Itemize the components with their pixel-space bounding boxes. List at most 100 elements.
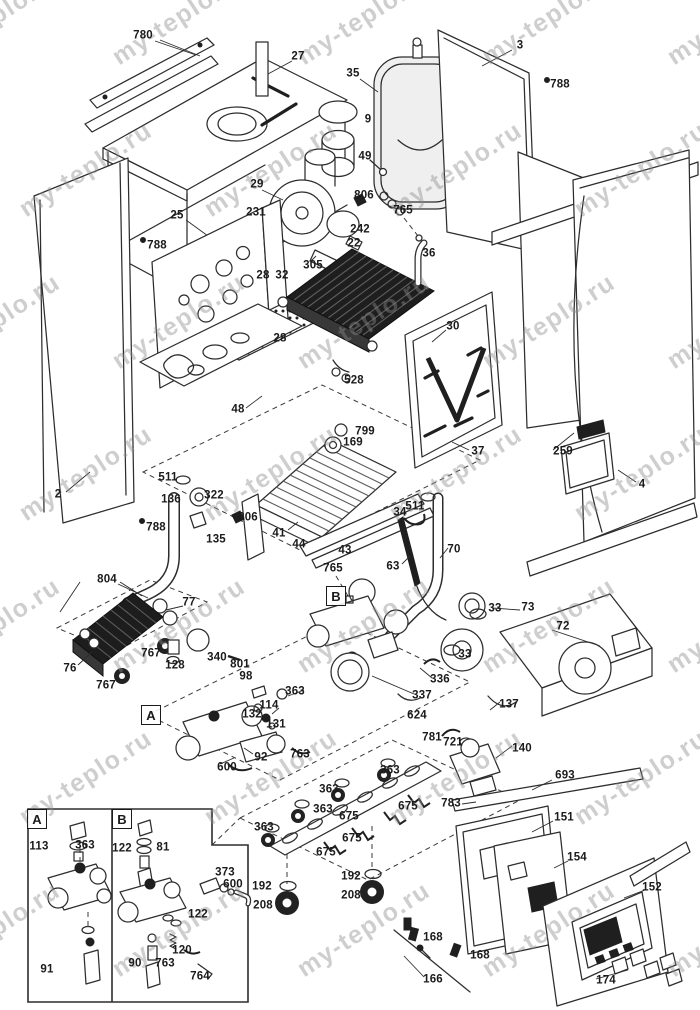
part-number-label: 76 <box>63 662 77 675</box>
part-number-label: 168 <box>423 931 443 944</box>
section-marker-b: B <box>326 586 346 606</box>
part-number-label: 340 <box>207 651 227 664</box>
part-number-label: 781 <box>422 731 442 744</box>
part-number-label: 37 <box>471 445 485 458</box>
control-assembly <box>393 767 691 1007</box>
pump <box>440 592 653 717</box>
part-number-label: 242 <box>350 223 370 236</box>
part-number-label: 154 <box>567 851 587 864</box>
part-number-label: 765 <box>323 562 343 575</box>
part-number-label: 63 <box>386 560 400 573</box>
part-number-label: 363 <box>75 839 95 852</box>
part-number-label: 764 <box>190 970 210 983</box>
part-number-label: 137 <box>499 698 519 711</box>
part-number-label: 528 <box>344 374 364 387</box>
part-number-label: 90 <box>128 957 142 970</box>
part-number-label: 27 <box>291 50 305 63</box>
part-number-label: 804 <box>97 573 117 586</box>
part-number-label: 600 <box>223 878 243 891</box>
part-number-label: 120 <box>172 944 192 957</box>
part-number-label: 675 <box>339 810 359 823</box>
part-number-label: 30 <box>446 320 460 333</box>
part-number-label: 806 <box>354 189 374 202</box>
part-number-label: 122 <box>112 842 132 855</box>
main-heat-exchanger <box>277 248 435 383</box>
part-number-label: 192 <box>341 870 361 883</box>
part-number-label: 783 <box>441 797 461 810</box>
part-number-label: 801 <box>230 658 250 671</box>
part-number-label: 336 <box>430 673 450 686</box>
part-number-label: 363 <box>313 803 333 816</box>
inset-a-detail <box>47 821 113 985</box>
part-number-label: 231 <box>246 206 266 219</box>
part-number-label: 675 <box>398 800 418 813</box>
part-number-label: 36 <box>422 247 436 260</box>
part-number-label: 2 <box>54 488 62 501</box>
part-number-label: 72 <box>556 620 570 633</box>
manifold <box>261 758 442 915</box>
flue-v-panel <box>404 291 503 469</box>
part-number-label: 48 <box>231 403 245 416</box>
part-number-label: 3 <box>516 39 524 52</box>
part-number-label: 136 <box>161 493 181 506</box>
part-number-label: 305 <box>303 259 323 272</box>
part-number-label: 675 <box>342 832 362 845</box>
part-number-label: 624 <box>407 709 427 722</box>
part-number-label: 763 <box>290 748 310 761</box>
part-number-label: 151 <box>554 811 574 824</box>
pipes <box>114 239 444 684</box>
small-parts <box>175 159 449 621</box>
part-number-label: 29 <box>250 178 264 191</box>
valve-group-b <box>306 578 441 701</box>
part-number-label: 600 <box>217 761 237 774</box>
section-marker-a: A <box>27 809 47 829</box>
part-number-label: 41 <box>272 527 286 540</box>
part-number-label: 28 <box>256 269 270 282</box>
part-number-label: 373 <box>215 866 235 879</box>
part-number-label: 113 <box>29 840 49 853</box>
bypass-group <box>441 695 517 809</box>
part-number-label: 168 <box>470 949 490 962</box>
part-number-label: 44 <box>292 538 306 551</box>
part-number-label: 799 <box>355 425 375 438</box>
part-number-label: 721 <box>443 736 463 749</box>
front-casing <box>552 149 696 543</box>
part-number-label: 32 <box>275 269 289 282</box>
part-number-label: 192 <box>252 880 272 893</box>
part-number-label: 693 <box>555 769 575 782</box>
plate-heat-exchanger <box>72 581 164 678</box>
part-number-label: 363 <box>380 764 400 777</box>
part-number-label: 788 <box>147 239 167 252</box>
part-number-label: 259 <box>553 445 573 458</box>
part-number-label: 337 <box>412 689 432 702</box>
combustion-chamber <box>139 199 354 409</box>
part-number-label: 77 <box>182 596 196 609</box>
part-number-label: 767 <box>141 647 161 660</box>
part-number-label: 135 <box>206 533 226 546</box>
part-number-label: 33 <box>488 602 502 615</box>
part-number-label: 363 <box>254 821 274 834</box>
section-marker-b: B <box>112 809 132 829</box>
part-number-label: 98 <box>239 670 253 683</box>
part-number-label: 114 <box>259 699 279 712</box>
part-number-label: 122 <box>188 908 208 921</box>
valve-group-a <box>166 628 311 772</box>
part-number-label: 91 <box>40 963 54 976</box>
part-number-label: 22 <box>347 237 361 250</box>
part-number-label: 140 <box>512 742 532 755</box>
left-side-panel <box>33 157 146 524</box>
part-number-label: 92 <box>254 751 268 764</box>
part-number-label: 169 <box>343 436 363 449</box>
part-number-label: 322 <box>204 489 224 502</box>
leader-lines <box>59 39 477 805</box>
part-number-label: 43 <box>338 544 352 557</box>
part-number-label: 73 <box>521 601 535 614</box>
part-number-label: 81 <box>156 841 170 854</box>
section-marker-a: A <box>141 705 161 725</box>
part-number-label: 131 <box>266 718 286 731</box>
part-number-label: 208 <box>253 899 273 912</box>
inset-box <box>27 808 252 1003</box>
